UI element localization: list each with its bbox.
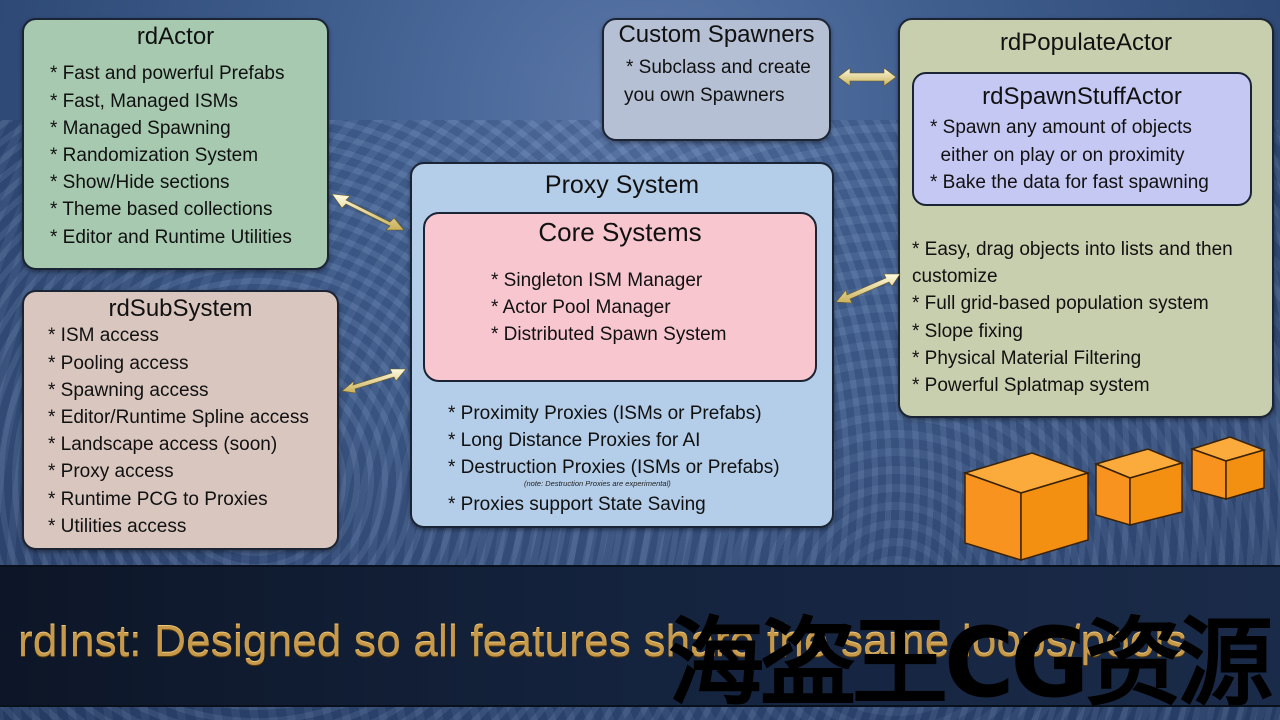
list-item: * Fast and powerful Prefabs: [50, 63, 285, 85]
banner-text: rdInst: Designed so all features share t…: [18, 617, 1187, 666]
core-systems-list: * Singleton ISM Manager * Actor Pool Man…: [425, 267, 815, 349]
proxy-system-title: Proxy System: [544, 171, 700, 199]
list-item: * Proximity Proxies (ISMs or Prefabs): [448, 403, 762, 424]
list-item: customize: [912, 266, 998, 288]
custom-spawners-list: * Subclass and create you own Spawners: [604, 54, 829, 108]
list-item: * Landscape access (soon): [48, 434, 278, 456]
list-item: * Singleton ISM Manager: [491, 269, 703, 291]
list-item: * Utilities access: [48, 515, 187, 537]
double-headed-arrow-icon: [341, 368, 407, 394]
list-item: * Managed Spawning: [50, 117, 231, 139]
proxy-system-box: Proxy System Core Systems * Singleton IS…: [410, 162, 834, 528]
list-item: * Subclass and create: [626, 57, 811, 79]
double-headed-arrow-icon: [835, 273, 901, 304]
orange-cube-icon: [1189, 436, 1267, 500]
orange-cube-icon: [962, 452, 1091, 562]
orange-cube-icon: [1093, 448, 1185, 527]
list-item: * Easy, drag objects into lists and then: [912, 239, 1233, 260]
rdsubsystem-title: rdSubSystem: [108, 295, 253, 322]
bottom-banner: rdInst: Designed so all features share t…: [0, 565, 1280, 707]
custom-spawners-title: Custom Spawners: [618, 21, 815, 48]
list-item: * Proxies support State Saving: [448, 493, 706, 515]
rdactor-list: * Fast and powerful Prefabs * Fast, Mana…: [24, 60, 327, 250]
rdspawnstuffactor-box: rdSpawnStuffActor * Spawn any amount of …: [912, 72, 1252, 206]
list-item: * Editor and Runtime Utilities: [50, 226, 292, 248]
watermark-text: 海盗王CG资源: [668, 607, 1273, 719]
rdactor-title: rdActor: [136, 23, 215, 50]
core-systems-title: Core Systems: [538, 217, 702, 247]
list-item: * Powerful Splatmap system: [912, 375, 1150, 397]
list-item: * Long Distance Proxies for AI: [448, 430, 701, 452]
rdactor-box: rdActor * Fast and powerful Prefabs * Fa…: [22, 18, 329, 270]
list-item: * Show/Hide sections: [50, 172, 230, 194]
list-item: * Distributed Spawn System: [491, 324, 727, 345]
list-item: * Spawn any amount of objects: [930, 117, 1192, 139]
rdspawnstuffactor-title: rdSpawnStuffActor: [982, 83, 1182, 110]
list-item: * Spawning access: [48, 379, 209, 401]
custom-spawners-box: Custom Spawners * Subclass and create yo…: [602, 18, 831, 141]
list-item: * ISM access: [48, 325, 159, 347]
rdspawnstuffactor-list: * Spawn any amount of objects either on …: [914, 114, 1250, 196]
double-headed-arrow-icon: [837, 67, 897, 87]
list-item: * Bake the data for fast spawning: [930, 171, 1209, 193]
list-item: you own Spawners: [624, 84, 785, 106]
core-systems-box: Core Systems * Singleton ISM Manager * A…: [423, 212, 817, 382]
proxy-system-list: * Proximity Proxies (ISMs or Prefabs) * …: [448, 400, 780, 518]
list-item: * Randomization System: [50, 145, 259, 166]
rdpopulateactor-list: * Easy, drag objects into lists and then…: [912, 236, 1233, 399]
double-headed-arrow-icon: [331, 193, 405, 231]
rdsubsystem-box: rdSubSystem * ISM access * Pooling acces…: [22, 290, 339, 550]
list-item: * Pooling access: [48, 352, 189, 374]
list-item: * Actor Pool Manager: [491, 296, 671, 318]
rdsubsystem-list: * ISM access * Pooling access * Spawning…: [24, 322, 337, 540]
rdpopulateactor-box: rdPopulateActor rdSpawnStuffActor * Spaw…: [898, 18, 1274, 418]
rdpopulateactor-title: rdPopulateActor: [999, 29, 1173, 56]
list-item: * Destruction Proxies (ISMs or Prefabs): [448, 457, 780, 479]
list-item: * Runtime PCG to Proxies: [48, 488, 268, 510]
list-item: * Slope fixing: [912, 320, 1023, 342]
list-item: * Full grid-based population system: [912, 293, 1209, 315]
list-item: * Proxy access: [48, 461, 174, 483]
list-item: either on play or on proximity: [930, 144, 1185, 166]
list-item: * Fast, Managed ISMs: [50, 90, 238, 112]
cubes-illustration: [962, 436, 1267, 562]
experimental-note: (note: Destruction Proxies are experimen…: [524, 478, 671, 488]
list-item: * Physical Material Filtering: [912, 347, 1142, 369]
list-item: * Editor/Runtime Spline access: [48, 407, 309, 428]
list-item: * Theme based collections: [50, 199, 273, 221]
